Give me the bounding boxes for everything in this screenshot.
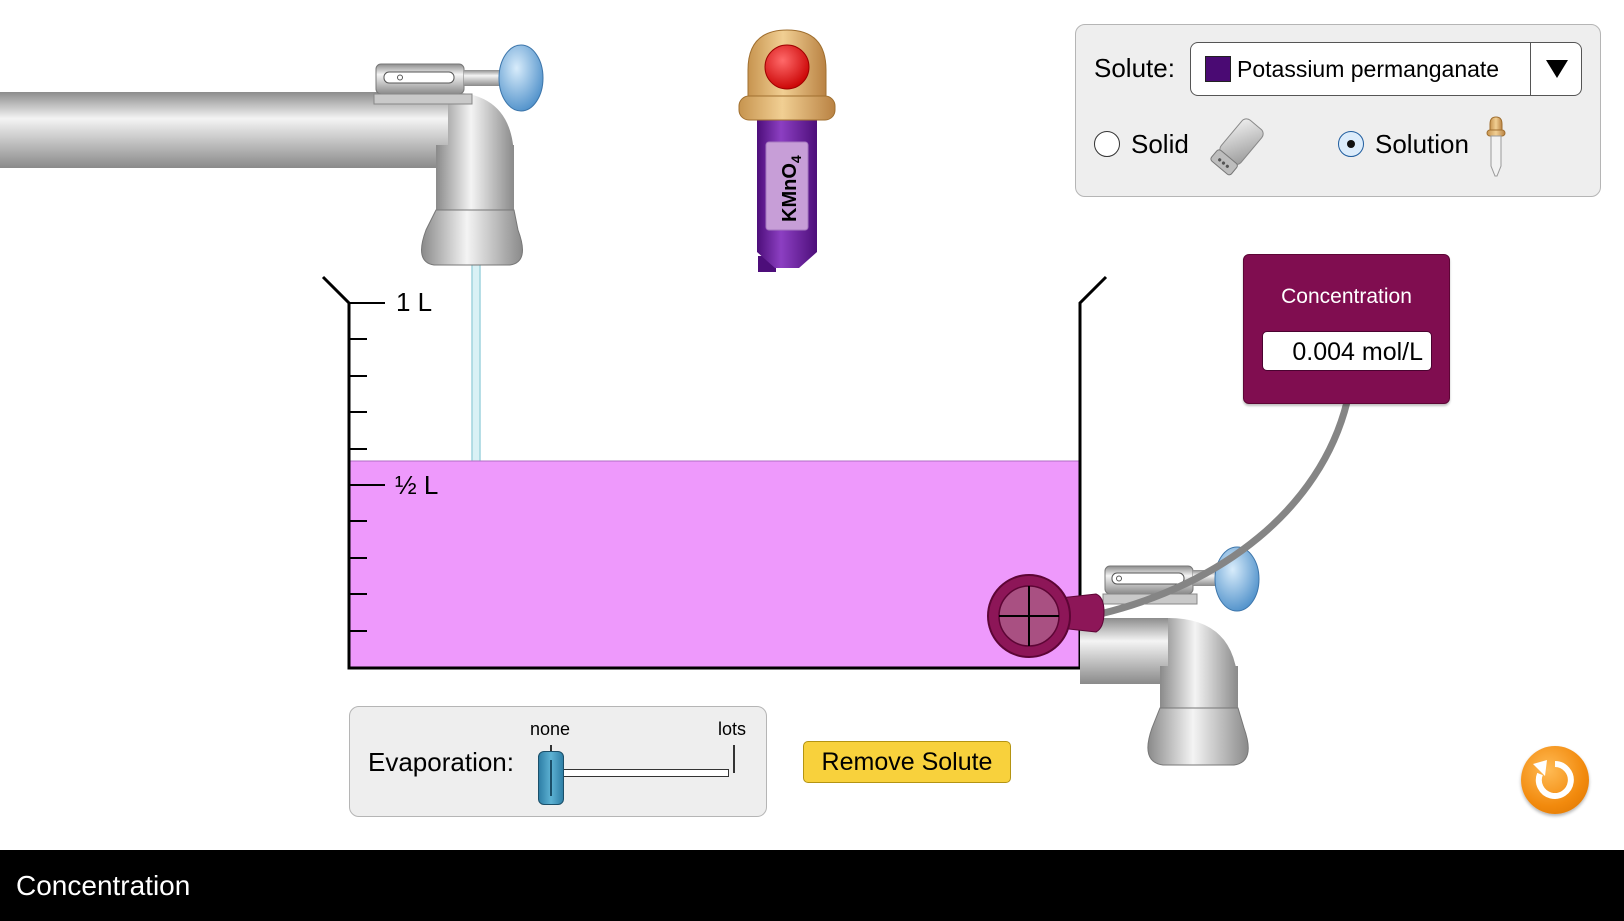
- water-stream: [471, 261, 481, 463]
- evaporation-max-tick: [733, 745, 735, 773]
- beaker-ticks: [349, 302, 385, 632]
- evaporation-label: Evaporation:: [368, 747, 514, 777]
- solute-color-swatch: [1205, 56, 1231, 82]
- solute-panel: Solute: Potassium permanganate Solid Sol…: [1075, 24, 1601, 197]
- evaporation-slider-track[interactable]: [545, 769, 729, 777]
- combo-divider: [1530, 43, 1531, 95]
- solution-radio-label: Solution: [1375, 129, 1469, 159]
- solute-label: Solute:: [1094, 53, 1175, 83]
- meter-readout: 0.004 mol/L: [1262, 331, 1432, 371]
- remove-solute-button[interactable]: Remove Solute: [803, 741, 1011, 783]
- dropper-label: KMnO4: [779, 155, 804, 222]
- evaporation-min-tick: [550, 745, 552, 755]
- drain-faucet[interactable]: [1080, 546, 1260, 766]
- probe-wire: [1096, 398, 1351, 618]
- evaporation-max-label: lots: [718, 719, 747, 739]
- solute-selected-value: Potassium permanganate: [1237, 56, 1500, 82]
- beaker: [321, 275, 1108, 670]
- solid-radio-circle[interactable]: [1094, 131, 1120, 157]
- solid-radio-label: Solid: [1131, 129, 1189, 159]
- concentration-meter[interactable]: Concentration 0.004 mol/L: [1243, 254, 1450, 404]
- solution-radio-circle[interactable]: [1338, 131, 1364, 157]
- dropper-squeeze-button: [764, 44, 810, 90]
- beaker-max-label: 1 L: [396, 287, 433, 317]
- shaker-icon: [1210, 118, 1264, 176]
- triangle-down-icon[interactable]: [1530, 43, 1583, 95]
- kmno4-dropper[interactable]: KMnO4: [738, 29, 836, 272]
- solution-fill: [349, 461, 1080, 668]
- concentration-probe[interactable]: [987, 574, 1105, 658]
- dropper-icon: [1486, 116, 1506, 177]
- evaporation-slider-thumb[interactable]: [538, 751, 564, 805]
- reset-icon: [1533, 760, 1574, 799]
- sim-title: Concentration: [16, 870, 191, 901]
- meter-title: Concentration: [1281, 285, 1412, 308]
- navigation-bar: Concentration: [0, 850, 1624, 921]
- evaporation-min-label: none: [530, 719, 571, 739]
- solute-combo-box[interactable]: Potassium permanganate: [1190, 42, 1582, 96]
- water-faucet-input[interactable]: [0, 44, 544, 266]
- sim-scene: KMnO4: [0, 29, 1351, 766]
- evaporation-panel: Evaporation: none lots: [349, 706, 767, 817]
- beaker-half-label: ½ L: [395, 470, 439, 500]
- reset-button[interactable]: [1521, 746, 1589, 814]
